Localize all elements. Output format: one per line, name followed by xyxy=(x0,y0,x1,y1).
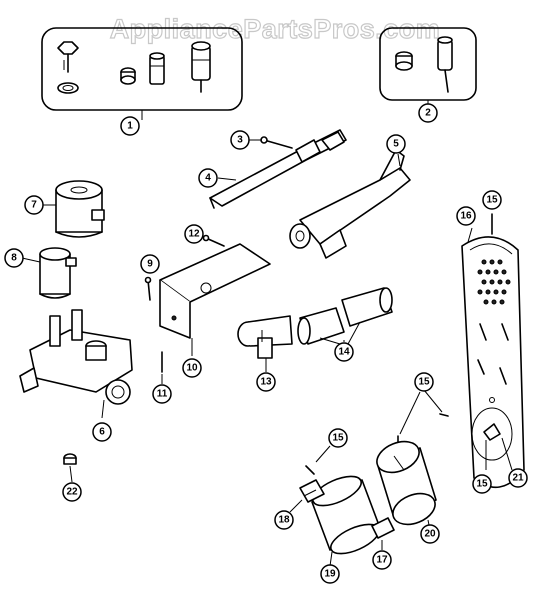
svg-text:17: 17 xyxy=(376,555,388,566)
part-22-plug xyxy=(63,453,77,465)
svg-text:11: 11 xyxy=(157,389,168,400)
part-21-clip xyxy=(483,423,501,441)
callout-11: 11 xyxy=(152,384,172,404)
callout-20: 20 xyxy=(420,524,440,544)
part-13-elbow-fitting xyxy=(237,315,293,359)
part-4-igniter xyxy=(209,129,347,209)
callout-18: 18 xyxy=(274,510,294,530)
callout-15-top: 15 xyxy=(482,190,502,210)
part-16-duct-cover xyxy=(461,236,525,489)
svg-text:20: 20 xyxy=(424,529,436,540)
callout-6: 6 xyxy=(92,422,112,442)
part-14-gas-pipes xyxy=(297,287,393,345)
vent-holes xyxy=(477,259,511,305)
svg-text:5: 5 xyxy=(393,139,399,150)
svg-text:18: 18 xyxy=(278,515,290,526)
part-5-burner xyxy=(289,149,411,259)
part-2-kit-group xyxy=(379,27,477,101)
callout-1: 1 xyxy=(120,116,140,136)
watermark-text: AppliancePartsPros.com xyxy=(110,14,441,44)
callout-21: 21 xyxy=(508,468,528,488)
svg-text:15: 15 xyxy=(486,195,498,206)
svg-text:15: 15 xyxy=(332,433,344,444)
callout-17: 17 xyxy=(372,550,392,570)
callout-4: 4 xyxy=(198,168,218,188)
svg-text:8: 8 xyxy=(11,253,17,264)
callout-10: 10 xyxy=(182,358,202,378)
callout-13: 13 xyxy=(256,372,276,392)
part-3-screw xyxy=(260,136,293,149)
part-20-combustion-chamber xyxy=(376,440,437,526)
callout-2: 2 xyxy=(418,103,438,123)
callout-12: 12 xyxy=(184,224,204,244)
svg-text:15: 15 xyxy=(418,377,430,388)
svg-text:10: 10 xyxy=(186,363,198,374)
part-17-clip xyxy=(371,517,395,539)
part-7-valve-coil xyxy=(55,180,105,238)
svg-text:19: 19 xyxy=(324,569,336,580)
callout-22: 22 xyxy=(62,482,82,502)
svg-text:14: 14 xyxy=(338,347,350,358)
svg-text:3: 3 xyxy=(237,135,243,146)
svg-text:13: 13 xyxy=(260,377,272,388)
svg-text:16: 16 xyxy=(460,211,472,222)
svg-text:1: 1 xyxy=(127,121,133,132)
callout-9: 9 xyxy=(140,254,160,274)
part-1-kit-group xyxy=(41,27,243,111)
callout-8: 8 xyxy=(4,248,24,268)
part-18-bracket xyxy=(299,479,325,503)
part-10-mounting-bracket xyxy=(159,243,271,339)
svg-text:4: 4 xyxy=(205,173,211,184)
svg-text:15: 15 xyxy=(476,479,488,490)
part-12-screw xyxy=(202,234,225,247)
svg-text:21: 21 xyxy=(512,473,524,484)
part-6-gas-valve xyxy=(19,309,133,405)
callout-15-left: 15 xyxy=(328,428,348,448)
callout-19: 19 xyxy=(320,564,340,584)
part-8-valve-coil xyxy=(39,247,77,299)
svg-text:7: 7 xyxy=(31,200,37,211)
callout-5: 5 xyxy=(386,134,406,154)
svg-text:22: 22 xyxy=(66,487,78,498)
callout-15-middle: 15 xyxy=(414,372,434,392)
part-9-screw xyxy=(144,276,152,301)
svg-text:6: 6 xyxy=(99,427,105,438)
callout-7: 7 xyxy=(24,195,44,215)
svg-text:2: 2 xyxy=(425,108,431,119)
svg-text:12: 12 xyxy=(188,229,200,240)
callout-3: 3 xyxy=(230,130,250,150)
part-19-burner-tube xyxy=(311,475,381,555)
svg-text:9: 9 xyxy=(147,259,153,270)
part-15-screw-left xyxy=(305,465,315,475)
callout-16: 16 xyxy=(456,206,476,226)
callout-15-right: 15 xyxy=(472,474,492,494)
callout-14: 14 xyxy=(334,342,354,362)
